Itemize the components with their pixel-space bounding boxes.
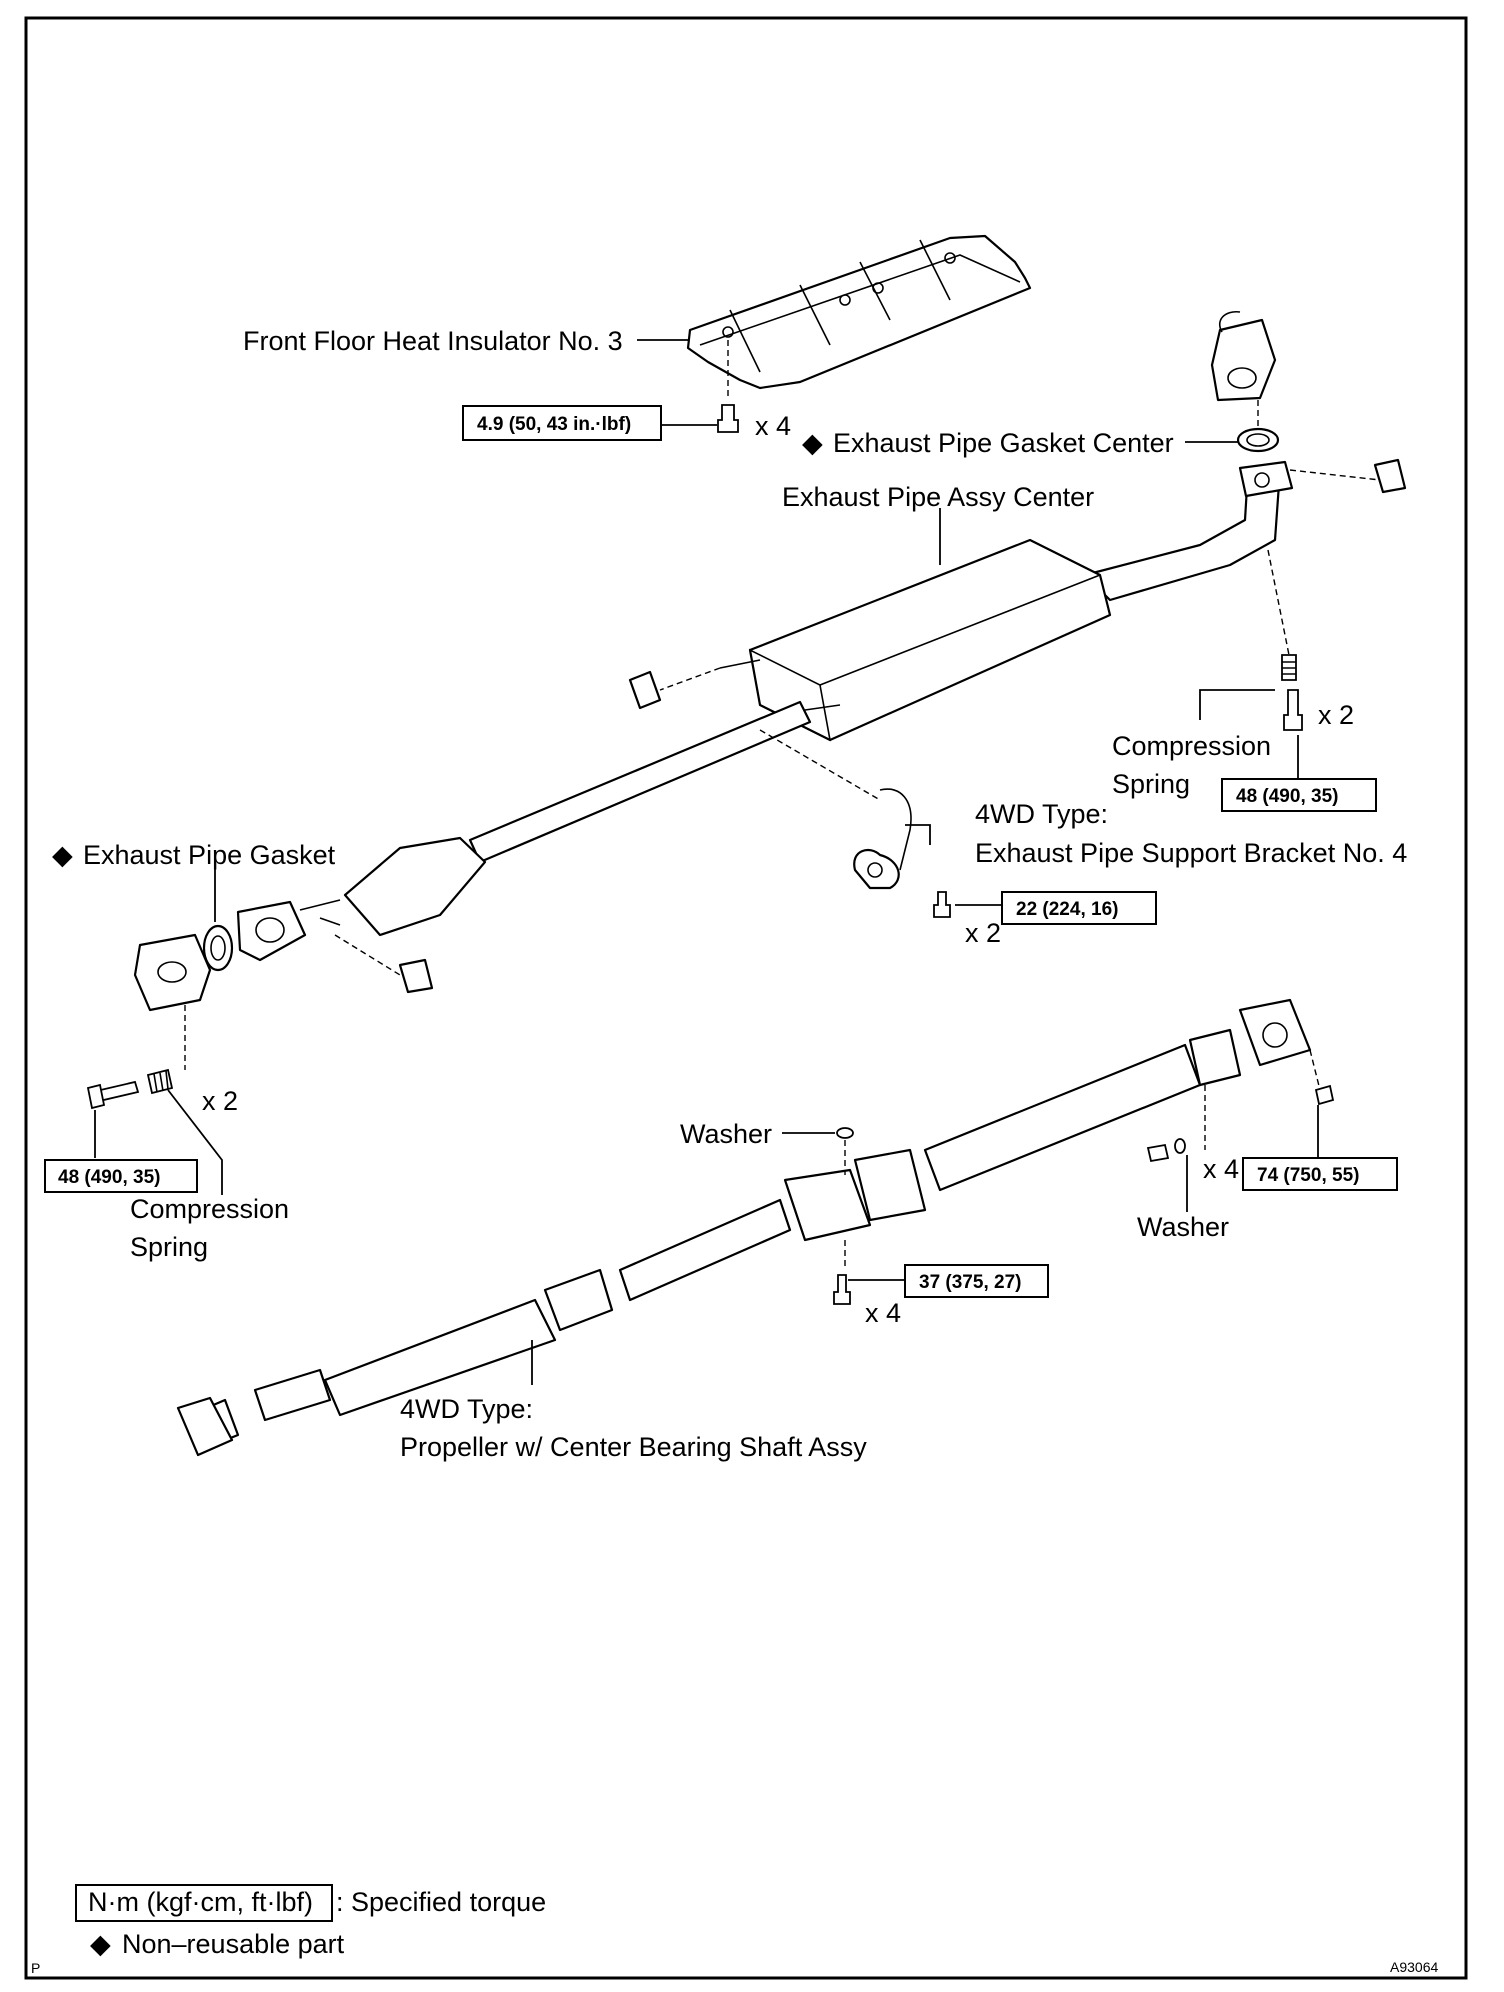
support-bracket-drawing: [853, 788, 951, 918]
torque-insulator: 4.9 (50, 43 in.·lbf): [477, 414, 631, 435]
label-support-bracket-line2: Exhaust Pipe Support Bracket No. 4: [975, 838, 1407, 868]
qty-center-bearing-bolts: x 4: [865, 1298, 901, 1328]
exhaust-pipe-gasket-drawing: [133, 924, 234, 1012]
rubber-hanger-icons: [398, 458, 1407, 994]
non-reusable-mark-gasket: ◆: [52, 840, 73, 870]
page-frame: [24, 16, 1468, 1980]
right-spring-bolt-drawing: [1281, 654, 1303, 731]
legend-torque-description: : Specified torque: [336, 1887, 546, 1917]
label-support-bracket-line1: 4WD Type:: [975, 799, 1108, 829]
label-front-floor-heat-insulator: Front Floor Heat Insulator No. 3: [243, 326, 623, 356]
torque-flange-nut: 74 (750, 55): [1257, 1165, 1359, 1186]
label-exhaust-pipe-gasket: Exhaust Pipe Gasket: [83, 840, 336, 870]
label-compression-spring-left-2: Spring: [130, 1232, 208, 1262]
legend-non-reusable-description: Non–reusable part: [122, 1929, 345, 1959]
torque-right-spring-bolt: 48 (490, 35): [1236, 786, 1338, 807]
label-exhaust-pipe-gasket-center: Exhaust Pipe Gasket Center: [833, 428, 1174, 458]
non-reusable-mark-gasket-center: ◆: [802, 428, 823, 458]
torque-box-left-spring: [44, 1159, 198, 1193]
label-washer-center: Washer: [680, 1119, 772, 1149]
propeller-shaft-drawing: [176, 998, 1335, 1457]
qty-bracket-bolts: x 2: [965, 918, 1001, 948]
heat-insulator-drawing: [686, 234, 1032, 433]
torque-box-flange-nut: [1242, 1157, 1398, 1191]
gasket-center-drawing: [1210, 310, 1280, 453]
qty-flange-bolts: x 4: [1203, 1154, 1239, 1184]
label-propeller-line2: Propeller w/ Center Bearing Shaft Assy: [400, 1432, 867, 1462]
torque-center-bearing: 37 (375, 27): [919, 1272, 1021, 1293]
label-exhaust-pipe-assy-center: Exhaust Pipe Assy Center: [782, 482, 1094, 512]
label-compression-spring-left-1: Compression: [130, 1194, 289, 1224]
legend-non-reusable-mark: ◆: [90, 1929, 111, 1959]
qty-left-spring-bolts: x 2: [202, 1086, 238, 1116]
label-propeller-line1: 4WD Type:: [400, 1394, 533, 1424]
legend: N·m (kgf·cm, ft·lbf) : Specified torque …: [75, 1884, 546, 1959]
qty-right-spring-bolts: x 2: [1318, 700, 1354, 730]
label-washer-right: Washer: [1137, 1212, 1229, 1242]
label-compression-spring-right-2: Spring: [1112, 769, 1190, 799]
leader-lines: [94, 339, 1319, 1385]
left-spring-bolt-drawing: [86, 1068, 174, 1110]
label-compression-spring-right-1: Compression: [1112, 731, 1271, 761]
legend-torque-box: [75, 1884, 333, 1922]
torque-box-right-spring: [1221, 778, 1377, 812]
figure-code: A93064: [1390, 1959, 1438, 1975]
torque-left-spring-bolt: 48 (490, 35): [58, 1167, 160, 1188]
corner-mark: P: [31, 1960, 40, 1976]
torque-box-support-bracket: [1001, 891, 1157, 925]
qty-insulator-bolts: x 4: [755, 411, 791, 441]
hanger-guide-lines: [659, 667, 721, 691]
torque-support-bracket: 22 (224, 16): [1016, 899, 1118, 920]
legend-torque-units: N·m (kgf·cm, ft·lbf): [88, 1887, 313, 1917]
exhaust-pipe-assy-drawing: [236, 460, 1294, 962]
torque-box-center-bearing: [904, 1264, 1049, 1298]
torque-box-insulator: [462, 405, 662, 441]
